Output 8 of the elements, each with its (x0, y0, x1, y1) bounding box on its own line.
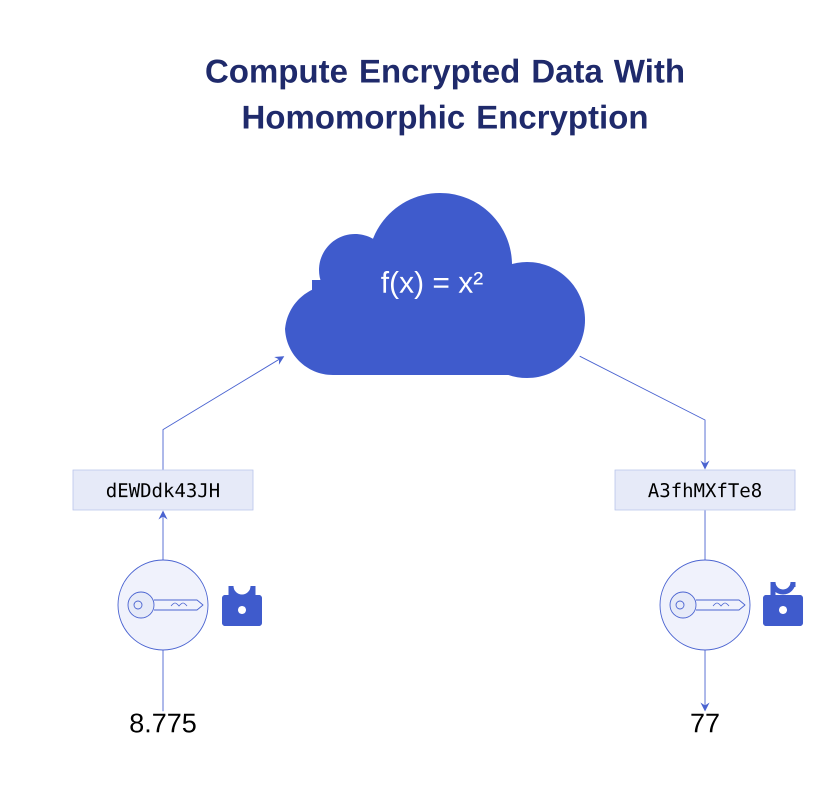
ciphertext-box: dEWDdk43JH (72, 470, 254, 510)
value-text: 77 (691, 714, 719, 732)
ciphertext-box: A3fhMXfTe8 (614, 470, 796, 510)
title: Compute Encrypted Data With Homomorphic Encryption (206, 58, 683, 136)
key-circle (660, 560, 750, 650)
key-circle (118, 560, 208, 650)
value-text: 8.775 (130, 713, 196, 733)
cloud: f(x) = x² (285, 193, 585, 378)
